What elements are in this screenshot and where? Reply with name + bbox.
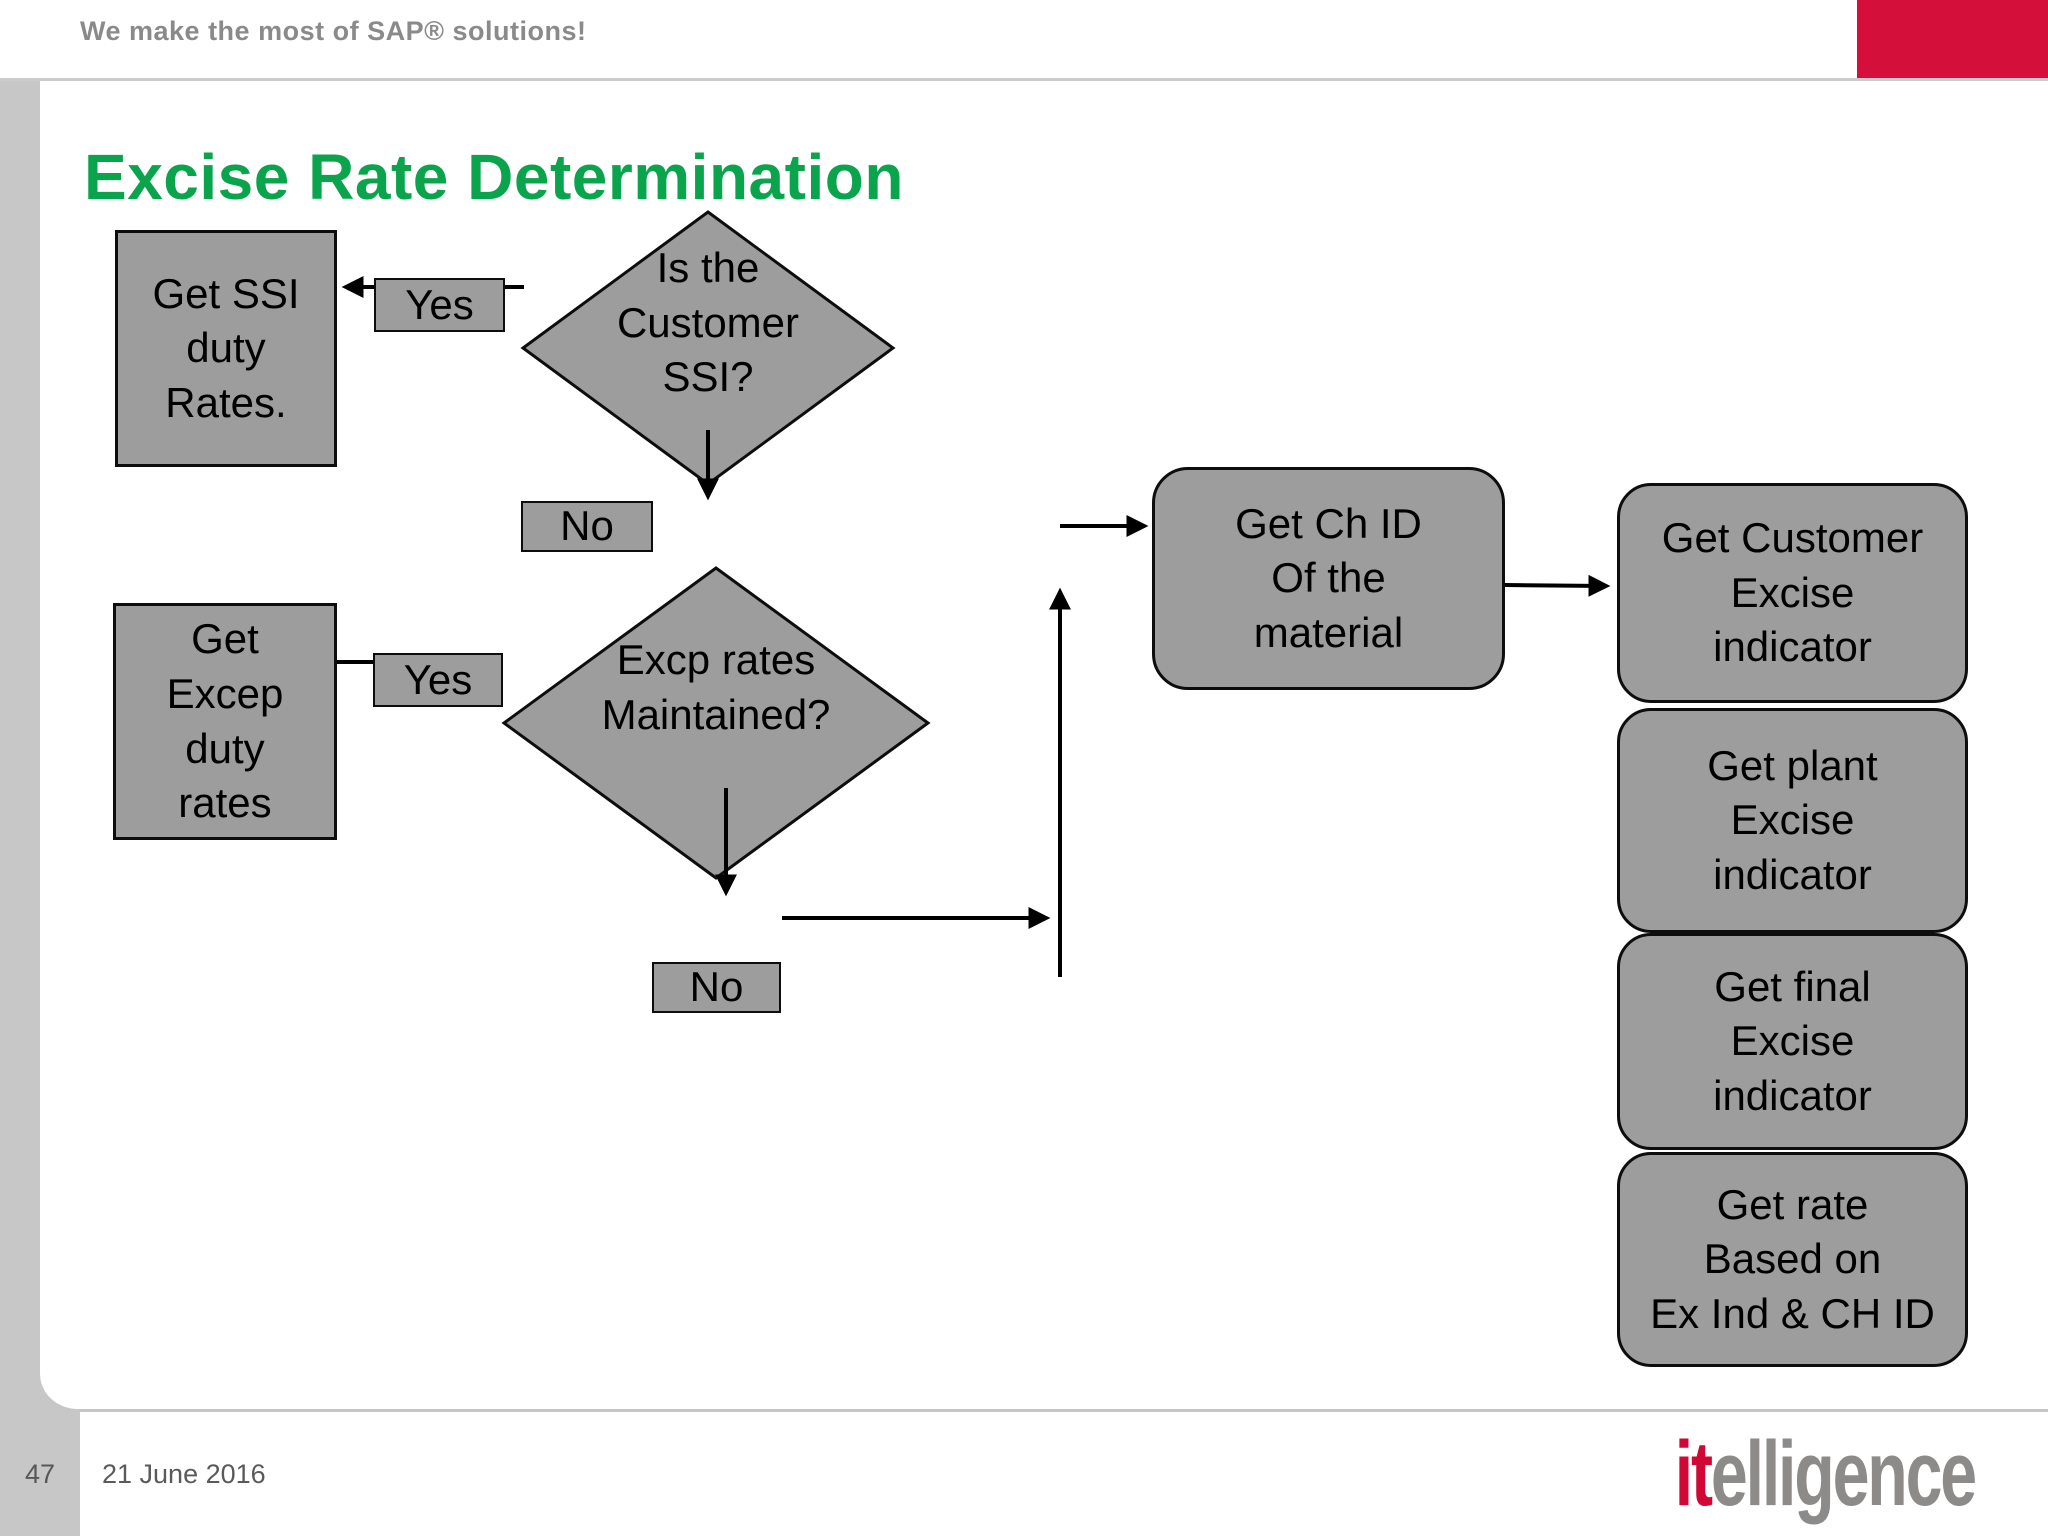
label-no-1: No [521,501,653,552]
node-get-rate: Get rate Based on Ex Ind & CH ID [1617,1152,1968,1367]
node-get-ssi-duty-rates: Get SSI duty Rates. [115,230,337,467]
node-get-customer-excise: Get Customer Excise indicator [1617,483,1968,703]
itelligence-logo: itelligence [1558,1412,1977,1536]
page-number: 47 [0,1412,80,1536]
brand-red-corner [1857,0,2048,79]
logo-elligence-part: elligence [1710,1422,1977,1525]
node-get-ch-id: Get Ch ID Of the material [1152,467,1505,690]
decision-diamond-excp-rates [501,566,931,880]
label-yes-1: Yes [374,278,505,332]
arrow-chid-to-customer [1504,574,1611,597]
label-yes-2: Yes [373,653,503,707]
node-get-plant-excise: Get plant Excise indicator [1617,708,1968,933]
node-get-excep-duty-rates: Get Excep duty rates [113,603,337,840]
label-no-2: No [652,962,781,1013]
sap-tagline: We make the most of SAP® solutions! [80,16,587,46]
node-get-final-excise: Get final Excise indicator [1617,933,1968,1150]
slide-title: Excise Rate Determination [84,141,904,213]
logo-it-part: it [1674,1422,1713,1525]
header-divider [0,78,2048,81]
itelligence-logo-text: itelligence [1674,1422,1977,1527]
footer-date: 21 June 2016 [102,1458,266,1489]
